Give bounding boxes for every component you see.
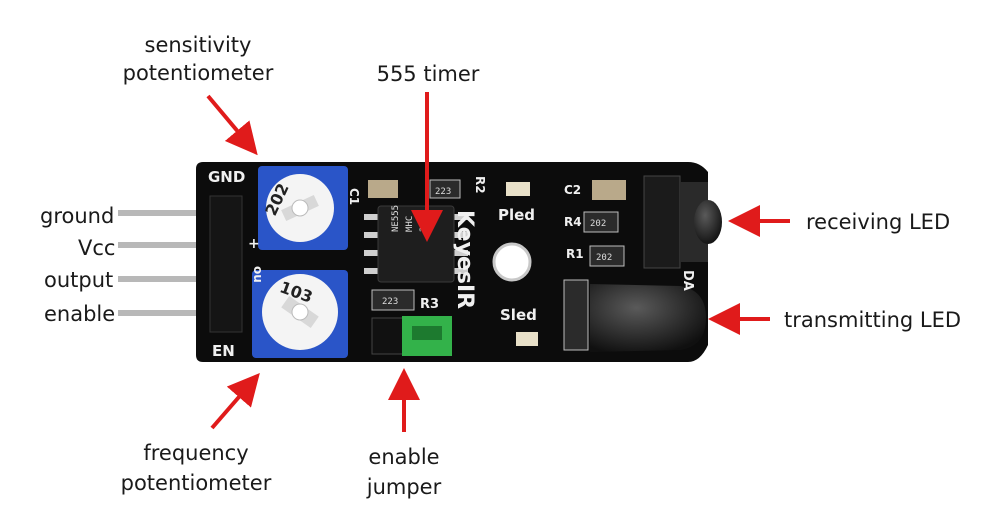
transmitting-led [563, 279, 706, 352]
label-frequency-2: potentiometer [120, 471, 272, 495]
silk-plus: + [248, 236, 260, 252]
label-output: output [44, 268, 114, 292]
label-sensitivity-2: potentiometer [122, 61, 274, 85]
silk-gnd: GND [208, 168, 245, 186]
marking-202-r4: 202 [590, 219, 606, 229]
label-transmitting-led: transmitting LED [784, 308, 962, 332]
silk-da: DA [680, 270, 695, 291]
marking-chip-2: MHC [405, 216, 415, 232]
label-555-timer: 555 timer [376, 62, 480, 86]
arrow-frequency [210, 372, 260, 430]
label-enable-pin: enable [44, 302, 116, 326]
silk-r3: R3 [420, 297, 439, 312]
marking-223-bottom: 223 [382, 297, 398, 307]
label-ground: ground [40, 204, 115, 228]
sensitivity-potentiometer [258, 166, 348, 250]
receiving-led [643, 175, 722, 269]
label-enable-jumper-2: jumper [366, 475, 442, 499]
marking-223-top: 223 [435, 187, 451, 197]
label-frequency-1: frequency [143, 441, 249, 465]
silk-brand: KeyesIR [452, 210, 477, 309]
silk-c2: C2 [564, 183, 581, 197]
label-enable-jumper-1: enable [368, 445, 440, 469]
pin-header-housing [209, 195, 243, 333]
callout-arrows [206, 92, 790, 432]
marking-chip-1: NE555 [391, 205, 401, 232]
silk-en: EN [212, 342, 235, 360]
silk-c1: C1 [347, 188, 361, 205]
label-receiving-led: receiving LED [806, 210, 951, 234]
silk-out: ou [251, 266, 265, 283]
frequency-potentiometer [252, 270, 348, 358]
smd-components [368, 179, 626, 346]
silk-r2: R2 [473, 176, 487, 194]
arrow-sensitivity [206, 94, 258, 156]
silk-pled: Pled [498, 206, 535, 224]
label-sensitivity-1: sensitivity [144, 33, 252, 57]
header-pins [118, 210, 218, 316]
label-vcc: Vcc [78, 236, 116, 260]
marking-202-r1: 202 [596, 253, 612, 263]
enable-jumper [371, 316, 452, 356]
mounting-hole [492, 242, 532, 282]
silk-r4: R4 [564, 215, 582, 229]
silk-sled: Sled [500, 306, 537, 324]
silk-r1: R1 [566, 247, 584, 261]
